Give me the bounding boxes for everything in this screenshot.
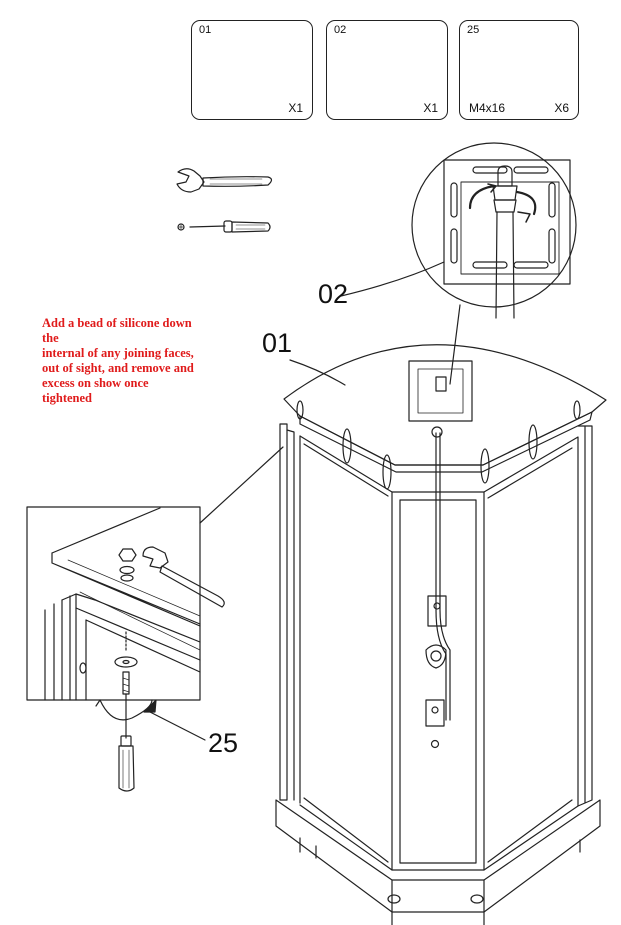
note-line: out of sight, and remove and: [42, 361, 194, 375]
detail-box-25: [26, 446, 284, 721]
part-number: 02: [334, 24, 347, 36]
note-line: excess on show once: [42, 376, 149, 390]
note-line: Add a bead of silicone down: [42, 316, 192, 330]
leader-line-25: [149, 711, 206, 741]
shower-enclosure: [275, 344, 607, 925]
leader-line-detail: [199, 446, 284, 524]
note-line: tightened: [42, 391, 92, 405]
adjustable-wrench-icon: [176, 168, 273, 193]
part-size: M4x16: [469, 101, 506, 115]
part-box-01: 01 X1: [191, 20, 313, 120]
part-box-25: 25 M4x16 X6: [459, 20, 579, 120]
part-quantity: X1: [288, 101, 303, 115]
note-line: internal of any joining faces,: [42, 346, 194, 360]
note-line: the: [42, 331, 59, 345]
callout-02: 02: [318, 279, 349, 309]
leader-line-01: [289, 359, 346, 386]
leader-line-02: [340, 261, 445, 297]
part-quantity: X1: [423, 101, 438, 115]
callout-01: 01: [262, 328, 293, 358]
silicone-note: Add a bead of silicone down the internal…: [42, 316, 217, 406]
callout-25: 25: [208, 728, 239, 758]
screwdriver-detail-icon: [118, 693, 135, 792]
part-number: 25: [467, 24, 480, 36]
part-number: 01: [199, 24, 212, 36]
leader-line-02-lower: [449, 304, 461, 385]
detail-circle-02: [411, 142, 577, 319]
screwdriver-icon: [177, 220, 271, 233]
part-quantity: X6: [554, 101, 569, 115]
part-box-02: 02 X1: [326, 20, 448, 120]
